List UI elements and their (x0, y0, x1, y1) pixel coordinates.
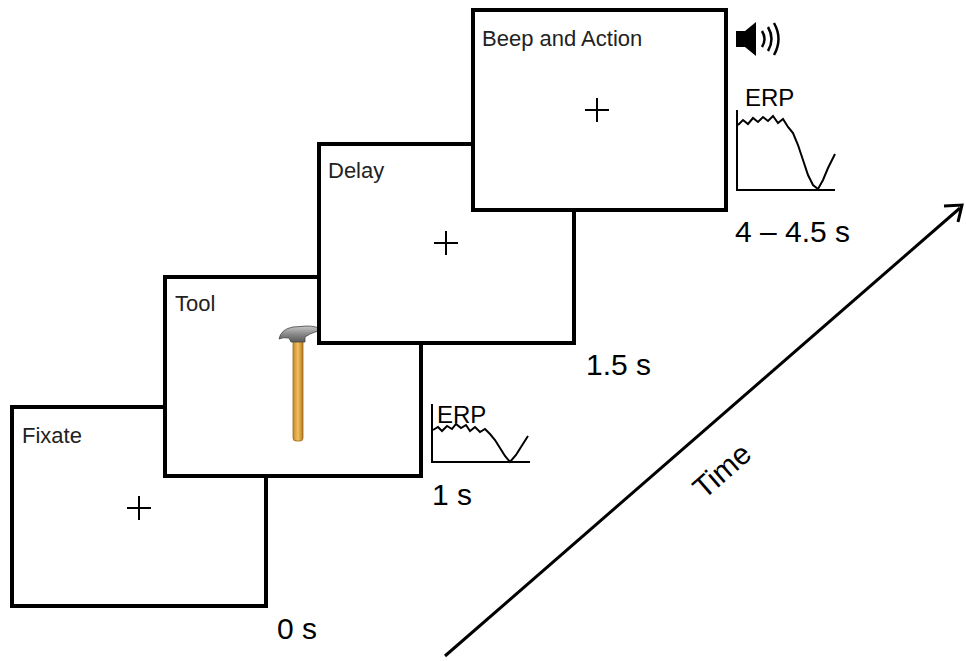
erp-plot (737, 110, 835, 190)
time-mark: 0 s (277, 612, 317, 645)
axis-label: Time (686, 436, 757, 504)
time-arrowhead (944, 205, 962, 222)
screen-title: Delay (328, 158, 384, 184)
speaker-icon (736, 22, 779, 56)
screen-title: Fixate (22, 423, 82, 449)
erp-label: ERP (745, 85, 794, 111)
time-mark: 1 s (432, 478, 472, 511)
stimulus-screen: Beep and Action (471, 8, 728, 212)
time-mark: 4 – 4.5 s (735, 215, 850, 248)
screen-title: Beep and Action (482, 26, 642, 52)
erp-label: ERP (437, 402, 486, 428)
screen-title: Tool (175, 291, 215, 317)
time-mark: 1.5 s (586, 348, 651, 381)
